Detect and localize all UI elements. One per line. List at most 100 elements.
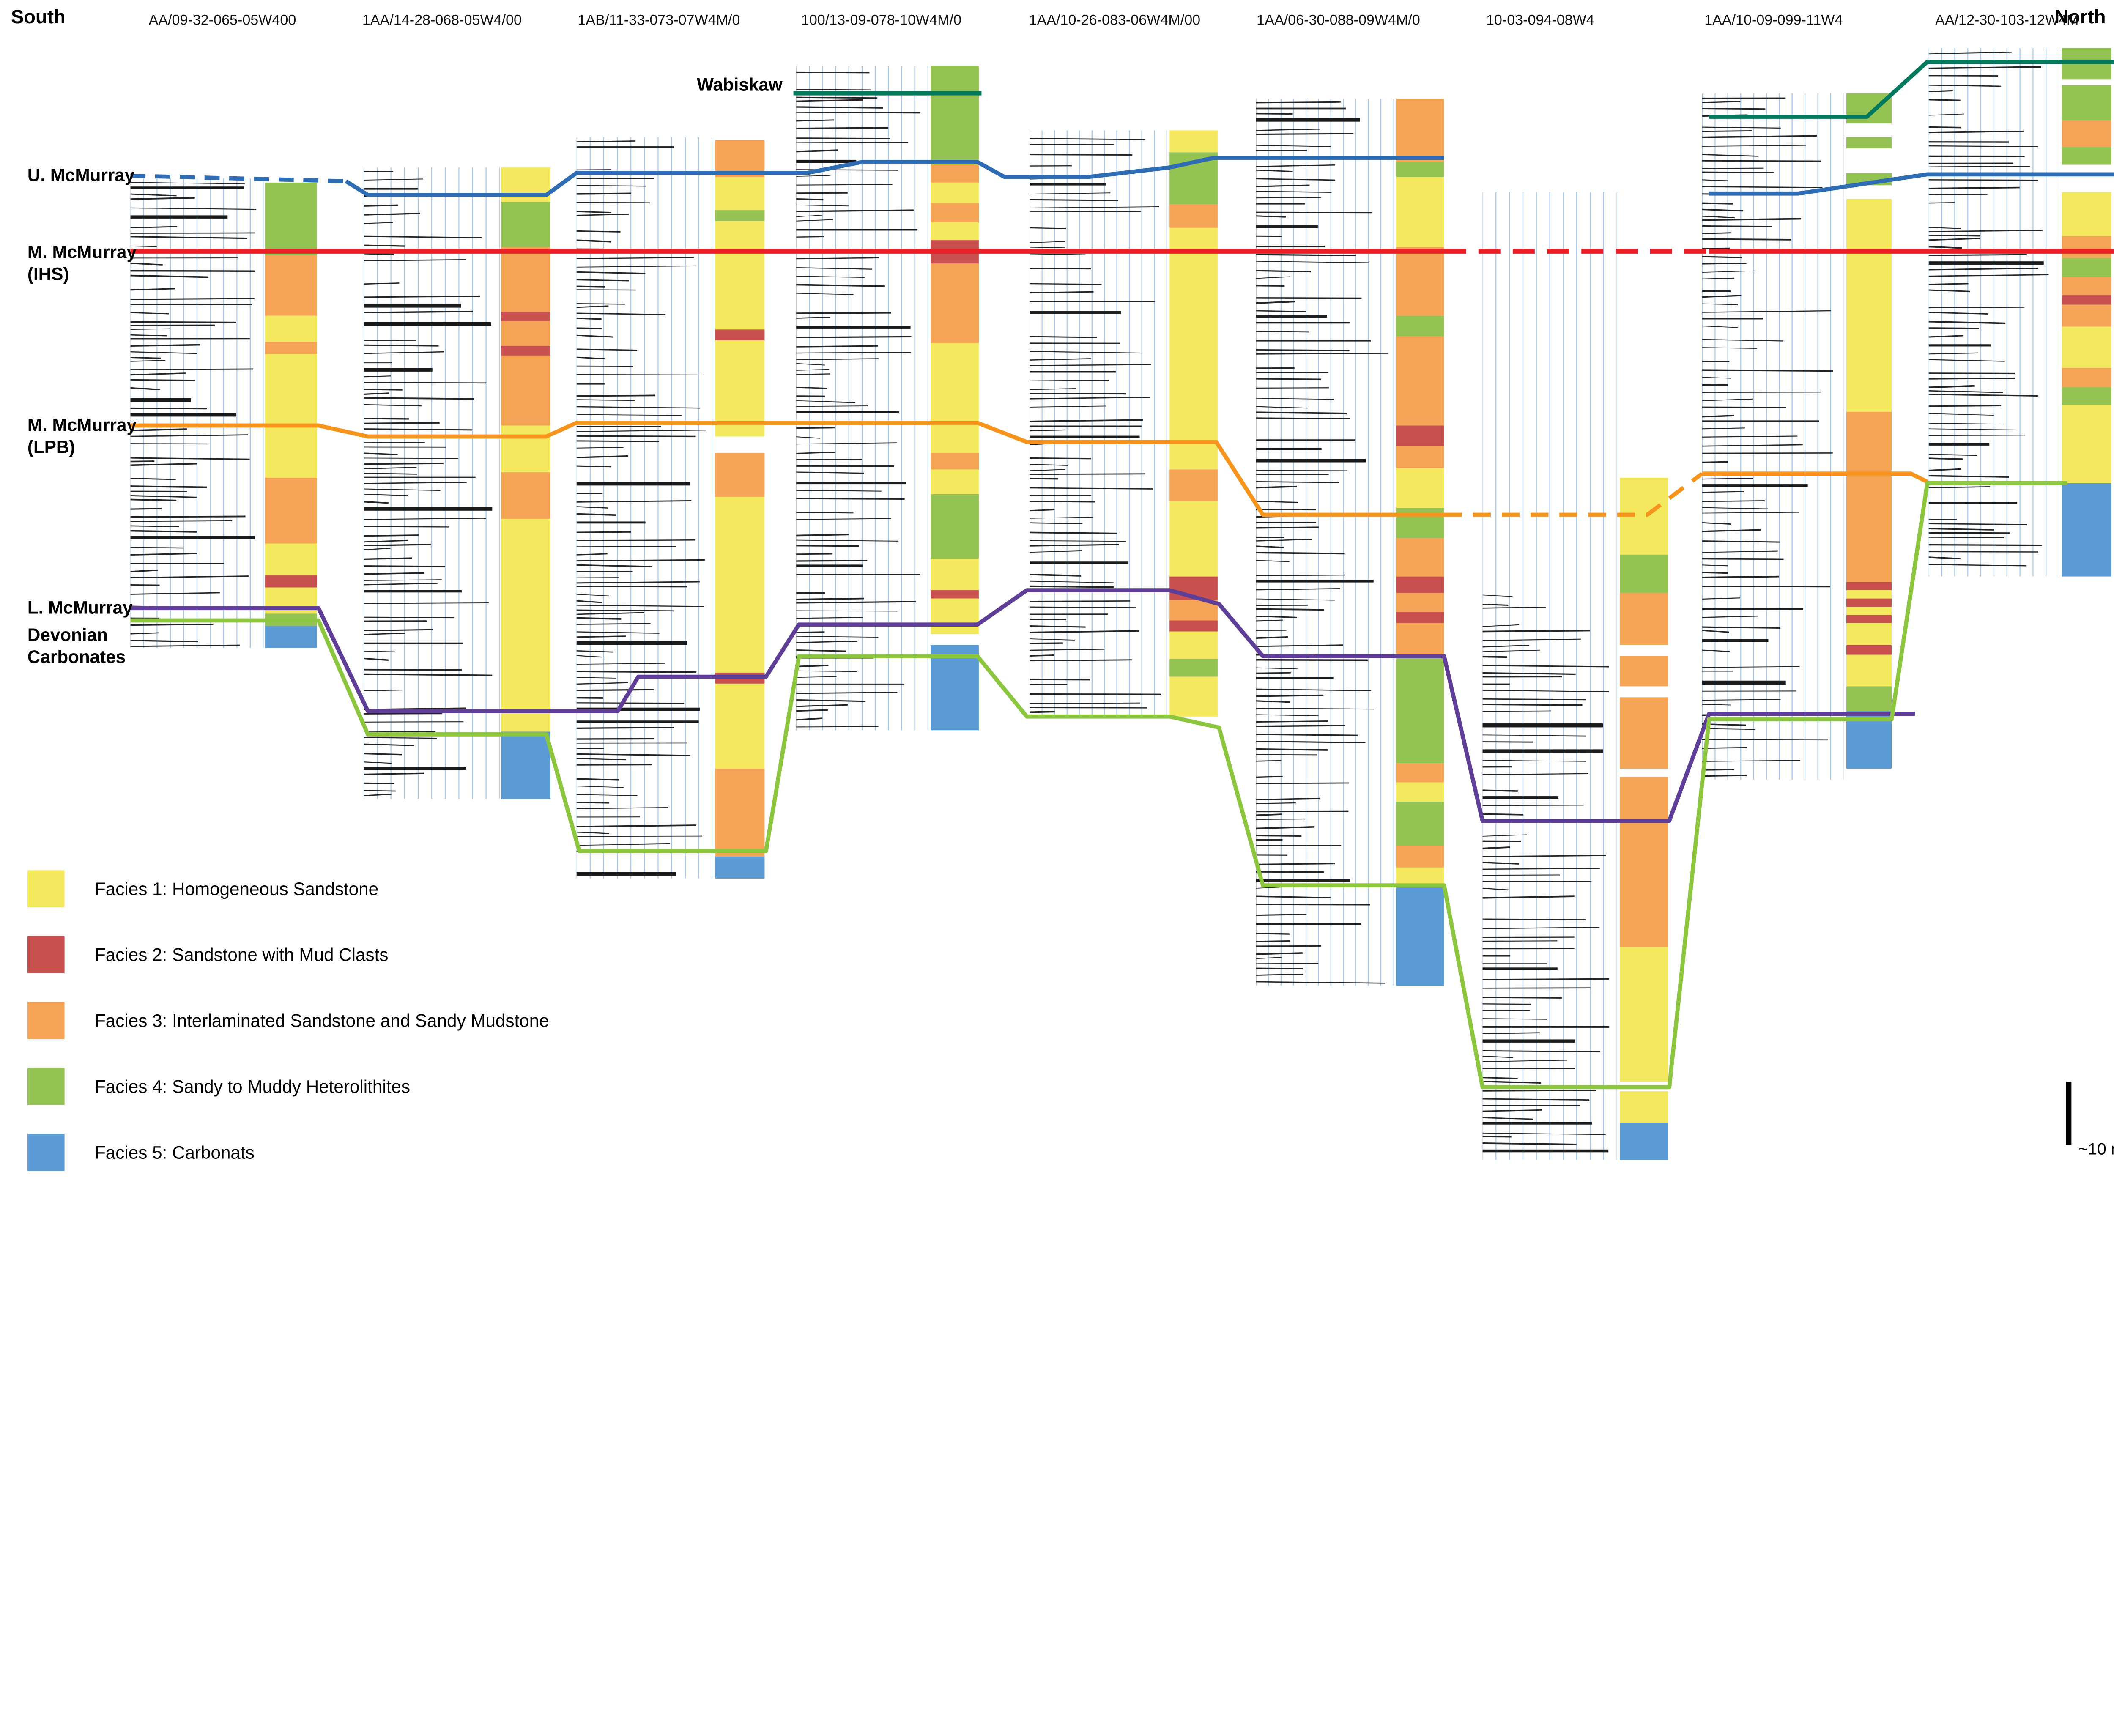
facies-segment-f3 [1396, 846, 1444, 868]
facies-segment-f3 [2062, 304, 2111, 327]
facies-column [715, 140, 765, 879]
facies-segment-f4 [265, 613, 317, 626]
well-log-track [1029, 130, 1167, 722]
facies-segment-f3 [1620, 777, 1668, 947]
legend-label: Facies 4: Sandy to Muddy Heterolithites [95, 1076, 411, 1097]
well-name: 1AA/14-28-068-05W4/00 [362, 12, 522, 29]
legend-swatch-f5 [27, 1134, 65, 1171]
facies-segment-f4 [1396, 315, 1444, 337]
well-log-track [363, 167, 500, 804]
facies-segment-f4 [1396, 508, 1444, 538]
strat-label-line: M. McMurray [27, 241, 137, 263]
facies-segment-f3 [1169, 469, 1218, 501]
well-log-track [1255, 99, 1394, 988]
facies-segment-f1 [1846, 199, 1892, 412]
facies-column [265, 182, 317, 648]
facies-segment-f2 [1846, 615, 1892, 624]
facies-segment-f4 [2062, 147, 2111, 165]
scale-bar-line [2066, 1082, 2071, 1145]
facies-segment-f1 [2062, 192, 2111, 236]
facies-segment-f3 [1620, 697, 1668, 769]
facies-segment-f1 [1396, 177, 1444, 247]
strat-label-line: M. McMurray [27, 414, 137, 435]
facies-segment-f1 [1169, 501, 1218, 577]
log-texture [1029, 130, 1167, 722]
north-label: North [2054, 5, 2106, 27]
facies-segment-f1 [2062, 405, 2111, 483]
facies-segment-f1 [715, 497, 765, 673]
facies-segment-f3 [1396, 623, 1444, 655]
facies-segment-f4 [2062, 258, 2111, 277]
legend-item-f1: Facies 1: Homogeneous Sandstone [27, 870, 549, 908]
facies-segment-f2 [501, 312, 550, 321]
facies-segment-f4 [265, 182, 317, 255]
facies-column [1846, 93, 1892, 769]
scale-bar-label: ~10 m [2078, 1139, 2114, 1159]
facies-segment-f1 [715, 340, 765, 437]
facies-segment-f4 [1620, 554, 1668, 593]
legend-label: Facies 1: Homogeneous Sandstone [95, 878, 379, 899]
strat-label-m-mcmurray: M. McMurray(LPB) [27, 415, 137, 459]
facies-segment-f4 [501, 202, 550, 247]
facies-segment-f4 [2062, 85, 2111, 121]
facies-segment-f4 [1169, 659, 1218, 677]
facies-segment-f3 [501, 321, 550, 346]
legend-label: Facies 2: Sandstone with Mud Clasts [95, 944, 389, 965]
facies-segment-f5 [1396, 885, 1444, 986]
facies-segment-f3 [1620, 656, 1668, 687]
strat-label-l-mcmurray: L. McMurray [27, 597, 133, 619]
facies-segment-f2 [1396, 612, 1444, 624]
facies-segment-f1 [1846, 590, 1892, 599]
facies-segment-f2 [1396, 576, 1444, 593]
legend-swatch-f2 [27, 936, 65, 973]
facies-segment-f1 [2062, 326, 2111, 368]
facies-segment-f1 [501, 167, 550, 202]
well-log-track [795, 66, 928, 731]
facies-segment-f5 [2062, 483, 2111, 577]
wabiskaw-horizon-label: Wabiskaw [697, 74, 783, 95]
facies-segment-f1 [265, 543, 317, 575]
facies-segment-f1 [1846, 623, 1892, 645]
cross-section-figure: South North Wabiskaw AA/09-32-065-05W400… [11, 5, 2114, 1171]
facies-segment-f3 [931, 263, 979, 343]
facies-segment-f3 [1169, 204, 1218, 228]
facies-segment-f1 [931, 469, 979, 494]
facies-segment-f1 [1846, 654, 1892, 687]
facies-segment-f1 [1620, 1091, 1668, 1123]
strat-label-line: (LPB) [27, 436, 75, 457]
log-texture [1701, 93, 1844, 783]
facies-segment-f4 [1846, 686, 1892, 711]
well-name: 1AA/10-09-099-11W4 [1704, 12, 1843, 29]
facies-segment-f1 [931, 598, 979, 634]
facies-segment-f2 [501, 346, 550, 356]
facies-segment-f3 [931, 453, 979, 470]
facies-segment-f1 [1396, 782, 1444, 802]
horizon-m-mcmurray-lpb [130, 421, 1444, 517]
facies-segment-f3 [2062, 236, 2111, 258]
facies-segment-f1 [715, 177, 765, 210]
facies-segment-f2 [715, 672, 765, 684]
facies-segment-f4 [1846, 137, 1892, 148]
facies-segment-f3 [1396, 593, 1444, 613]
facies-segment-f3 [1620, 593, 1668, 645]
facies-segment-f3 [501, 355, 550, 426]
facies-segment-f3 [1396, 763, 1444, 783]
facies-segment-f2 [1169, 620, 1218, 632]
legend-item-f3: Facies 3: Interlaminated Sandstone and S… [27, 1002, 549, 1039]
strat-label-m-mcmurray: M. McMurray(IHS) [27, 241, 137, 285]
facies-segment-f2 [1846, 598, 1892, 607]
well-log-track [576, 137, 713, 881]
facies-column [1169, 130, 1218, 717]
facies-segment-f5 [1620, 1123, 1668, 1160]
facies-segment-f1 [931, 182, 979, 203]
facies-segment-f1 [501, 519, 550, 732]
legend-swatch-f3 [27, 1002, 65, 1039]
log-texture [1928, 48, 2060, 579]
facies-segment-f2 [2062, 295, 2111, 305]
facies-segment-f2 [931, 590, 979, 599]
well-log-track [130, 178, 264, 648]
facies-column [931, 66, 979, 731]
facies-segment-f1 [1169, 130, 1218, 153]
